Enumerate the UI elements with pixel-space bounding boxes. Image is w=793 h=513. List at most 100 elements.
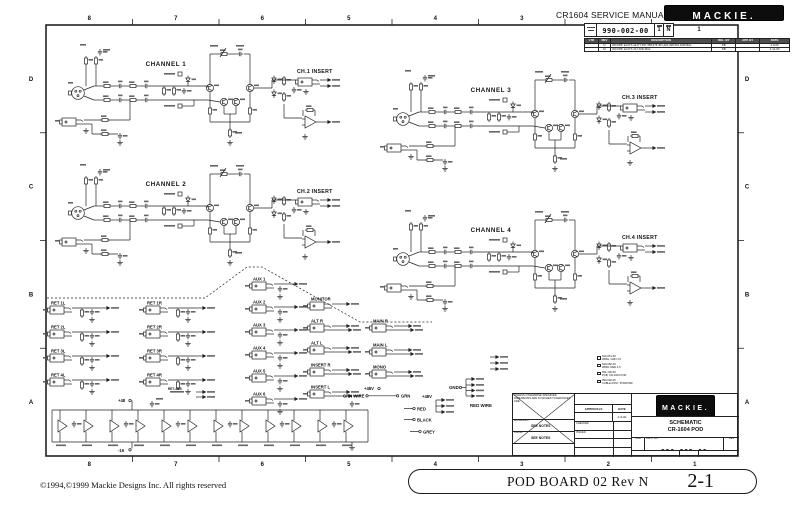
- svg-text:RET-4RB: RET-4RB: [168, 387, 182, 391]
- doc-number-strip: 990-002-00 1 N: [584, 23, 674, 37]
- materials-value: SEE NOTES: [531, 424, 551, 428]
- sheet-cell: 1: [655, 24, 664, 36]
- sheet-number: 1: [657, 26, 661, 33]
- scale-row: SCALE NONE SHEET 1 OF 2: [632, 451, 739, 457]
- svg-text:BLACK: BLACK: [417, 418, 432, 423]
- finish-value: SEE NOTES: [531, 436, 551, 440]
- manual-title: CR1604 SERVICE MANUAL: [556, 10, 669, 20]
- checklist-part-desc: WIRE, RED 4.5: [602, 366, 621, 370]
- rev-label: REV: [728, 438, 735, 440]
- svg-text:RET 3R: RET 3R: [147, 349, 162, 354]
- dwg-no-value: 990-002-00: [661, 448, 707, 450]
- svg-text:3: 3: [520, 462, 524, 468]
- materials-box: MATERIALS SEE NOTES: [513, 420, 575, 432]
- checkbox-icon: [597, 371, 601, 376]
- rev-cell: N: [664, 24, 673, 36]
- sheet-cell-tb: SHEET 1 OF 2: [699, 451, 739, 457]
- approval-row-drawn: DRAWN KB 2-9-00: [575, 413, 632, 422]
- svg-text:5: 5: [347, 462, 351, 468]
- mackie-logo-text: MACKIE.: [692, 11, 756, 22]
- checklist-part-desc: WIRE, GRN 4.5: [602, 358, 621, 362]
- drawing-frame: [40, 19, 744, 462]
- svg-text:AUX 1: AUX 1: [253, 277, 266, 282]
- approvals-header: APPROVALS DATE: [575, 405, 632, 413]
- svg-text:RED WIRE: RED WIRE: [470, 403, 492, 408]
- doc-subject: CR-1604 POD: [667, 427, 704, 433]
- svg-text:3: 3: [520, 16, 524, 22]
- size-cell: SIZE D: [632, 438, 645, 450]
- checklist-part-number: 651-700-00: [602, 370, 616, 374]
- issued-label: ISSUED: [576, 431, 586, 434]
- approval-row-checked: CHECKED: [575, 422, 632, 431]
- svg-text:INSERT R: INSERT R: [311, 363, 331, 368]
- rev-cell-tb: REV N: [723, 438, 739, 450]
- dwg-row: SIZE D DWG. NO. 990-002-00 REV N: [632, 438, 739, 451]
- svg-text:GND: GND: [449, 385, 459, 390]
- svg-text:1: 1: [697, 27, 701, 33]
- svg-text:AUX 3: AUX 3: [253, 323, 266, 328]
- mackie-logo: MACKIE.: [664, 5, 784, 22]
- checklist-part-number: 990-002-00: [602, 378, 616, 382]
- svg-text:1: 1: [693, 462, 697, 468]
- svg-text:D: D: [745, 77, 750, 83]
- svg-text:CH.1 INSERT: CH.1 INSERT: [297, 69, 333, 75]
- svg-text:8: 8: [88, 16, 92, 22]
- tolerance-note: UNLESS OTHERWISE SPECIFIED DIMENSIONS AR…: [514, 394, 571, 403]
- svg-text:D: D: [29, 77, 34, 83]
- svg-text:C: C: [745, 185, 750, 191]
- copyright-line: ©1994,©1999 Mackie Designs Inc. All righ…: [40, 480, 227, 490]
- size-value: D: [636, 450, 640, 451]
- dwg-no-cell: DWG. NO. 990-002-00: [645, 438, 723, 450]
- doc-type: SCHEMATIC: [669, 420, 702, 426]
- svg-text:MONO: MONO: [373, 365, 387, 370]
- svg-text:6: 6: [261, 462, 265, 468]
- checkbox-icon: [597, 363, 601, 368]
- svg-text:ALT L: ALT L: [311, 341, 323, 346]
- svg-text:C: C: [29, 185, 34, 191]
- tolerance-box: UNLESS OTHERWISE SPECIFIED DIMENSIONS AR…: [513, 394, 575, 420]
- svg-text:4: 4: [434, 462, 438, 468]
- title-block-logo: MACKIE.: [655, 395, 716, 416]
- svg-text:+48V: +48V: [422, 394, 432, 399]
- channel-3-circuit: CHANNEL 3CH.3 INSERT: [380, 70, 665, 172]
- finish-label: FINISH: [514, 432, 523, 434]
- svg-text:7: 7: [174, 16, 178, 22]
- svg-text:RET 1R: RET 1R: [147, 301, 162, 306]
- svg-text:RED: RED: [417, 407, 426, 412]
- svg-text:CH.3 INSERT: CH.3 INSERT: [622, 95, 658, 101]
- checklist-part-desc: CABLE ASSY, POD/PWR: [602, 382, 633, 386]
- rev-value: N: [730, 450, 734, 451]
- svg-text:A: A: [745, 400, 750, 406]
- svg-text:8: 8: [88, 462, 92, 468]
- svg-text:ALT R: ALT R: [311, 319, 323, 324]
- crossout-x: [513, 394, 575, 444]
- scale-cell: SCALE NONE: [632, 451, 680, 457]
- rev-letter: N: [666, 26, 671, 33]
- channel-2-circuit: CHANNEL 2CH.2 INSERT: [55, 164, 340, 266]
- checklist-part-number: 640-052-00: [602, 362, 616, 366]
- opamp-power-row: +48-16: [51, 398, 369, 453]
- svg-text:+48V: +48V: [364, 386, 374, 391]
- approval-row-issued: ISSUED: [575, 431, 632, 439]
- svg-text:AUX 5: AUX 5: [253, 369, 266, 374]
- svg-text:5: 5: [347, 16, 351, 22]
- materials-label: MATERIALS: [514, 420, 529, 422]
- svg-text:INSERT L: INSERT L: [311, 385, 331, 390]
- svg-text:AUX 6: AUX 6: [253, 392, 266, 397]
- doc-title-box: SCHEMATIC CR-1604 POD: [632, 417, 739, 438]
- svg-text:CHANNEL 4: CHANNEL 4: [471, 227, 512, 234]
- title-block-logo-text: MACKIE.: [661, 405, 710, 412]
- checkbox-icon: [597, 379, 601, 384]
- checklist-part-number: 640-051-00: [602, 355, 616, 358]
